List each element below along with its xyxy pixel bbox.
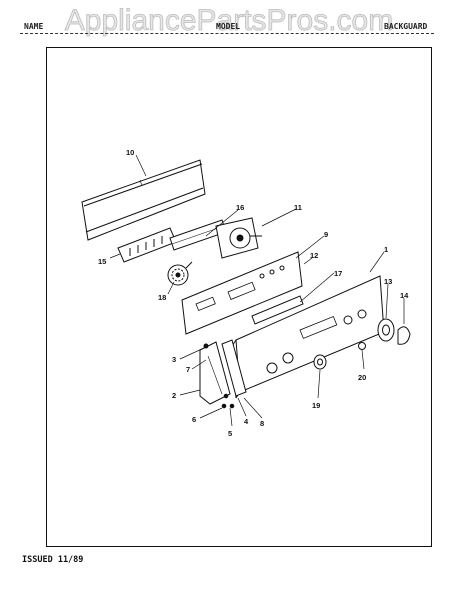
callout-3: 3	[172, 355, 176, 364]
callout-5: 5	[228, 429, 232, 438]
part-end-cap	[199, 341, 231, 405]
watermark: AppliancePartsPros.com	[64, 4, 393, 38]
callout-8: 8	[260, 419, 264, 428]
callout-20: 20	[358, 373, 366, 382]
callout-14: 14	[400, 291, 409, 300]
callout-4: 4	[244, 417, 249, 426]
callout-9: 9	[324, 230, 328, 239]
part-control-panel	[181, 251, 303, 335]
callout-19: 19	[312, 401, 320, 410]
part-push-button	[358, 342, 366, 350]
callout-18: 18	[158, 293, 166, 302]
part-switch-block	[117, 227, 177, 263]
callout-2: 2	[172, 391, 176, 400]
callout-12: 12	[310, 251, 318, 260]
part-trim-strip	[81, 159, 206, 241]
header-left: NAME	[24, 22, 44, 31]
issued-date: ISSUED 11/89	[22, 555, 84, 565]
part-screws	[203, 343, 235, 409]
callout-10: 10	[126, 148, 134, 157]
header-center: MODEL	[216, 22, 241, 31]
header-rule	[20, 33, 434, 34]
callout-15: 15	[98, 257, 106, 266]
callout-7: 7	[186, 365, 190, 374]
callout-16: 16	[236, 203, 244, 212]
callout-11: 11	[294, 203, 302, 212]
callout-1: 1	[384, 245, 388, 254]
callout-17: 17	[334, 269, 342, 278]
part-end-bracket	[221, 339, 247, 397]
callout-labels: 10 11 16 15 18 9 12 17 1 13 14 20 19 3 7…	[98, 148, 409, 438]
callout-13: 13	[384, 277, 392, 286]
part-selector-switch	[167, 261, 193, 286]
part-knob	[377, 318, 395, 342]
part-front-knob	[313, 354, 327, 370]
part-knob-cap	[397, 326, 411, 345]
diagram-frame	[46, 47, 432, 547]
leader-lines	[109, 154, 405, 427]
part-timer	[215, 217, 262, 259]
part-lens-strip	[251, 295, 304, 325]
header-right: BACKGUARD	[384, 22, 428, 31]
watermark-text: AppliancePartsPros.com	[65, 4, 393, 37]
callout-6: 6	[192, 415, 196, 424]
